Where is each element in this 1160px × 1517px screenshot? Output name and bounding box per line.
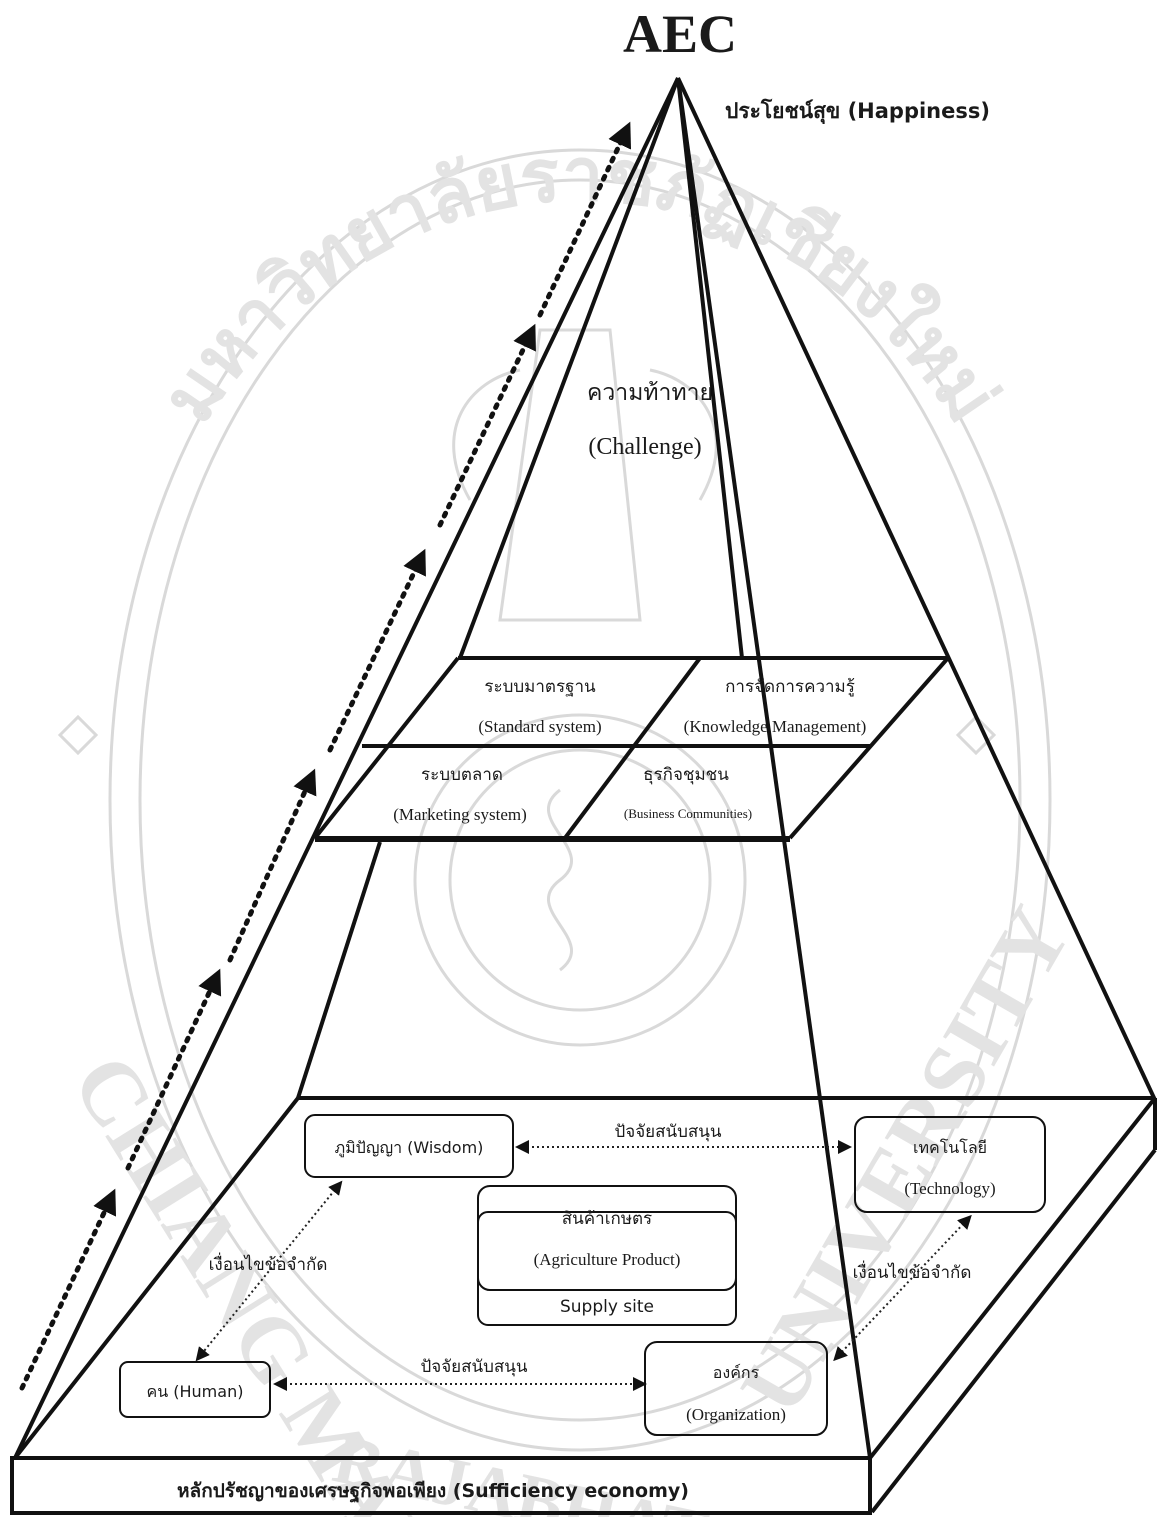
supply-site-label: Supply site bbox=[560, 1297, 654, 1317]
support-factor-top: ปัจจัยสนับสนุน bbox=[614, 1122, 721, 1142]
challenge-thai: ความท้าทาย bbox=[587, 380, 713, 406]
technology-thai: เทคโนโลยี bbox=[913, 1138, 987, 1157]
cell-standard-english: (Standard system) bbox=[478, 717, 601, 736]
organization-thai: องค์กร bbox=[713, 1363, 760, 1382]
box-wisdom: ภูมิปัญญา (Wisdom) bbox=[305, 1115, 513, 1177]
agriculture-thai: สินค้าเกษตร bbox=[562, 1209, 652, 1229]
constraint-right: เงื่อนไขข้อจำกัด bbox=[853, 1260, 972, 1283]
cell-business-thai: ธุรกิจชุมชน bbox=[643, 765, 729, 785]
organization-english: (Organization) bbox=[686, 1405, 786, 1424]
growth-arrow bbox=[22, 133, 625, 1388]
cell-knowledge-thai: การจัดการความรู้ bbox=[725, 677, 855, 697]
cell-marketing-english: (Marketing system) bbox=[393, 805, 527, 824]
technology-english: (Technology) bbox=[904, 1179, 995, 1198]
human-label: คน (Human) bbox=[147, 1382, 244, 1401]
cell-business-english: (Business Communities) bbox=[624, 806, 752, 821]
watermark-right-text: UNIVERSITY bbox=[722, 891, 1090, 1430]
support-factor-bottom: ปัจจัยสนับสนุน bbox=[420, 1357, 527, 1377]
box-agriculture: สินค้าเกษตร (Agriculture Product) Supply… bbox=[478, 1186, 736, 1325]
wisdom-label: ภูมิปัญญา (Wisdom) bbox=[335, 1138, 484, 1158]
cell-knowledge-english: (Knowledge Management) bbox=[684, 717, 867, 736]
challenge-english: (Challenge) bbox=[588, 434, 701, 460]
constraint-left: เงื่อนไขข้อจำกัด bbox=[209, 1252, 328, 1275]
cell-standard-system: ระบบมาตรฐาน (Standard system) bbox=[478, 677, 601, 736]
cell-business-communities: ธุรกิจชุมชน (Business Communities) bbox=[624, 765, 752, 821]
diagram-title: AEC bbox=[623, 4, 737, 64]
agriculture-english: (Agriculture Product) bbox=[534, 1250, 681, 1269]
cell-marketing-thai: ระบบตลาด bbox=[421, 765, 503, 785]
footer-label: หลักปรัชญาของเศรษฐกิจพอเพียง (Sufficienc… bbox=[177, 1480, 689, 1504]
cell-knowledge-management: การจัดการความรู้ (Knowledge Management) bbox=[684, 677, 867, 736]
apex-label: ประโยชน์สุข (Happiness) bbox=[725, 98, 990, 125]
cell-standard-thai: ระบบมาตรฐาน bbox=[484, 677, 596, 697]
